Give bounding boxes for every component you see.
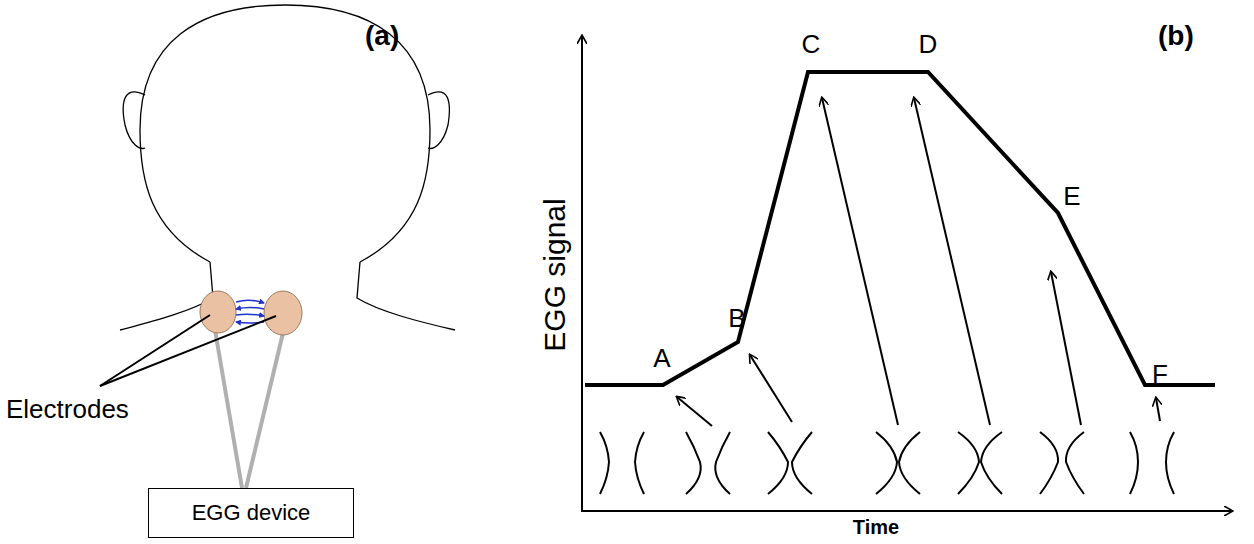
- vocal-fold: [768, 432, 788, 494]
- vocal-fold: [1066, 432, 1084, 494]
- leader-line: [100, 315, 276, 386]
- current-lines: [236, 300, 264, 323]
- vocal-fold: [715, 432, 730, 494]
- vocal-fold: [1166, 432, 1174, 494]
- vocal-fold: [981, 432, 1002, 494]
- vocal-fold: [792, 432, 812, 494]
- axes: [581, 36, 1232, 512]
- panel-label: (a): [365, 22, 399, 50]
- vocal-fold: [1040, 432, 1058, 494]
- axis-label: Time: [853, 517, 899, 537]
- axis-label: EGG signal: [540, 198, 570, 351]
- vocal-fold: [958, 432, 979, 494]
- electrode-wire: [215, 330, 283, 488]
- point-label: A: [653, 345, 670, 371]
- device-box: EGG device: [148, 488, 354, 538]
- head-outline: [120, 5, 455, 330]
- panel-label: (b): [1158, 22, 1194, 50]
- vocal-fold: [686, 432, 701, 494]
- device-label: EGG device: [192, 500, 311, 526]
- vocal-fold: [899, 432, 920, 494]
- point-label: E: [1063, 183, 1080, 209]
- egg-curve: [585, 72, 1215, 385]
- vocal-fold-icons: [600, 432, 1174, 494]
- point-label: C: [802, 31, 821, 57]
- pointer-arrow: [677, 98, 1160, 426]
- point-label: D: [919, 31, 938, 57]
- electrode: [200, 291, 302, 335]
- point-label: F: [1152, 361, 1168, 387]
- vocal-fold: [600, 432, 609, 494]
- vocal-fold: [1130, 432, 1138, 494]
- panel-label: Electrodes: [6, 396, 129, 422]
- point-label: B: [728, 305, 745, 331]
- vocal-fold: [635, 432, 644, 494]
- vocal-fold: [876, 432, 897, 494]
